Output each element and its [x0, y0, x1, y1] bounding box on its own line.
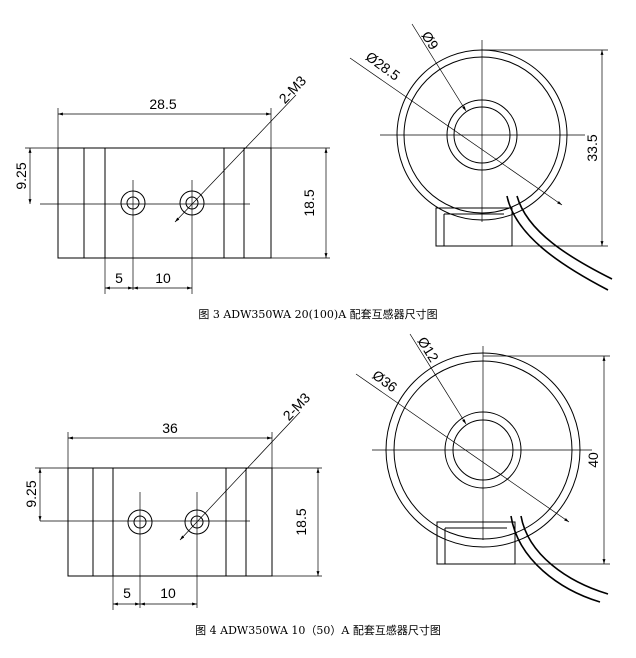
figure-3: 28.5 9.25 18.5 5 10 2-M3 — [13, 23, 613, 321]
fig3-inner-diameter-label: Ø9 — [419, 28, 443, 52]
fig3-width-label: 28.5 — [149, 96, 176, 112]
fig4-screw-label: 2-M3 — [280, 389, 314, 423]
fig3-side-view: 28.5 9.25 18.5 5 10 2-M3 — [13, 72, 330, 294]
fig3-spacing-a-label: 5 — [115, 270, 123, 286]
fig4-outer-diameter-label: Ø36 — [370, 367, 401, 396]
fig3-front-view: Ø28.5 Ø9 33.5 — [349, 23, 613, 291]
fig4-total-height-label: 40 — [585, 452, 601, 468]
fig4-hole-left — [127, 492, 153, 608]
fig3-hole-left — [120, 180, 146, 290]
fig3-spacing-b-label: 10 — [155, 270, 171, 286]
fig4-hole-right — [184, 492, 210, 608]
fig4-caption: 图 4 ADW350WA 10（50）A 配套互感器尺寸图 — [195, 623, 441, 637]
fig3-height-label: 18.5 — [301, 189, 317, 216]
fig4-height-label: 18.5 — [293, 508, 309, 535]
fig4-spacing-b-label: 10 — [160, 585, 176, 601]
fig4-inner-diameter-label: Ø12 — [414, 334, 442, 365]
fig4-spacing-a-label: 5 — [123, 585, 131, 601]
fig3-caption: 图 3 ADW350WA 20(100)A 配套互感器尺寸图 — [198, 307, 437, 321]
fig4-width-label: 36 — [162, 420, 178, 436]
figure-4: 36 9.25 18.5 5 10 2-M3 — [23, 333, 610, 637]
fig3-screw-label: 2-M3 — [276, 72, 310, 106]
fig4-side-view: 36 9.25 18.5 5 10 2-M3 — [23, 389, 322, 610]
fig3-left-height-label: 9.25 — [13, 162, 29, 189]
fig4-left-height-label: 9.25 — [23, 480, 39, 507]
fig3-total-height-label: 33.5 — [584, 134, 600, 161]
fig4-front-view: Ø36 Ø12 40 — [355, 333, 610, 603]
fig3-outer-diameter-label: Ø28.5 — [363, 48, 403, 83]
